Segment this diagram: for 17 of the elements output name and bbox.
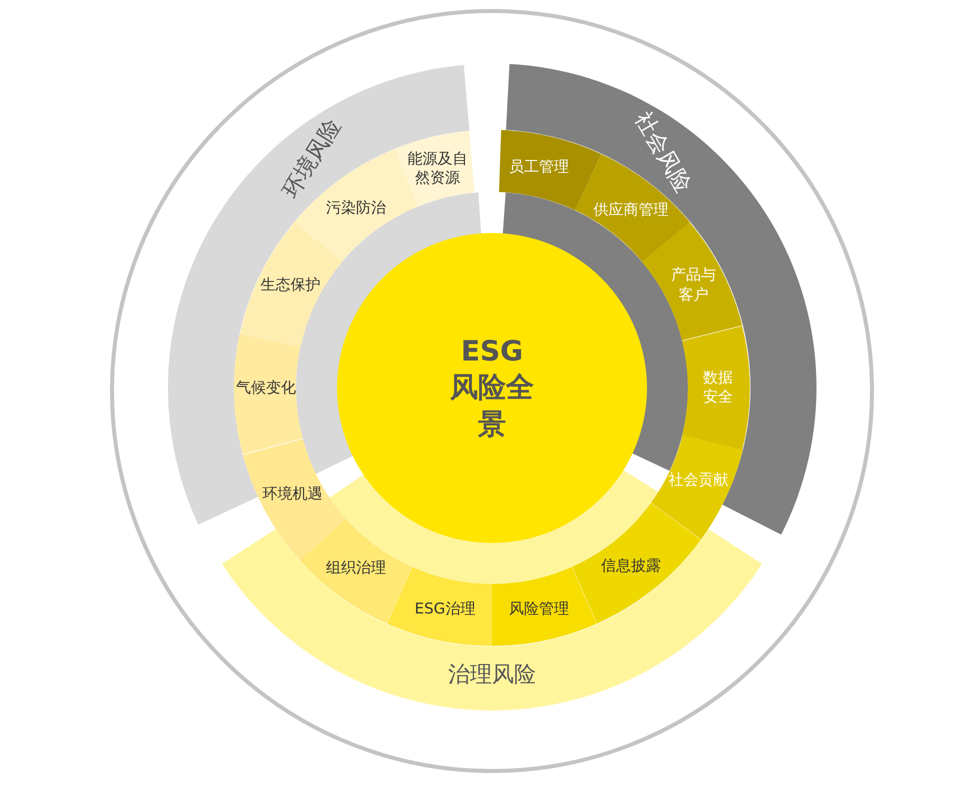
segment-label: 员工管理 [508, 157, 570, 177]
category-label: 社会风险 [629, 108, 697, 199]
segment-label: 数据安全 [702, 368, 734, 408]
segment-label: 风险管理 [508, 599, 570, 619]
segment-label: 污染防治 [324, 198, 387, 218]
segment-label: 社会贡献 [667, 470, 730, 490]
segment-label: 供应商管理 [592, 200, 670, 220]
center-title: ESG 风险全景 [449, 333, 535, 442]
segment-label: ESG治理 [414, 599, 476, 619]
segment-label: 环境机遇 [261, 484, 324, 504]
segment-label: 信息披露 [600, 556, 662, 576]
segment-label: 气候变化 [234, 378, 297, 398]
segment-label: 产品与客户 [670, 266, 717, 305]
segment-label: 能源及自然资源 [406, 149, 468, 188]
segment-label: 生态保护 [260, 276, 322, 296]
category-label: 治理风险 [448, 662, 536, 690]
segment-label: 组织治理 [324, 558, 387, 578]
